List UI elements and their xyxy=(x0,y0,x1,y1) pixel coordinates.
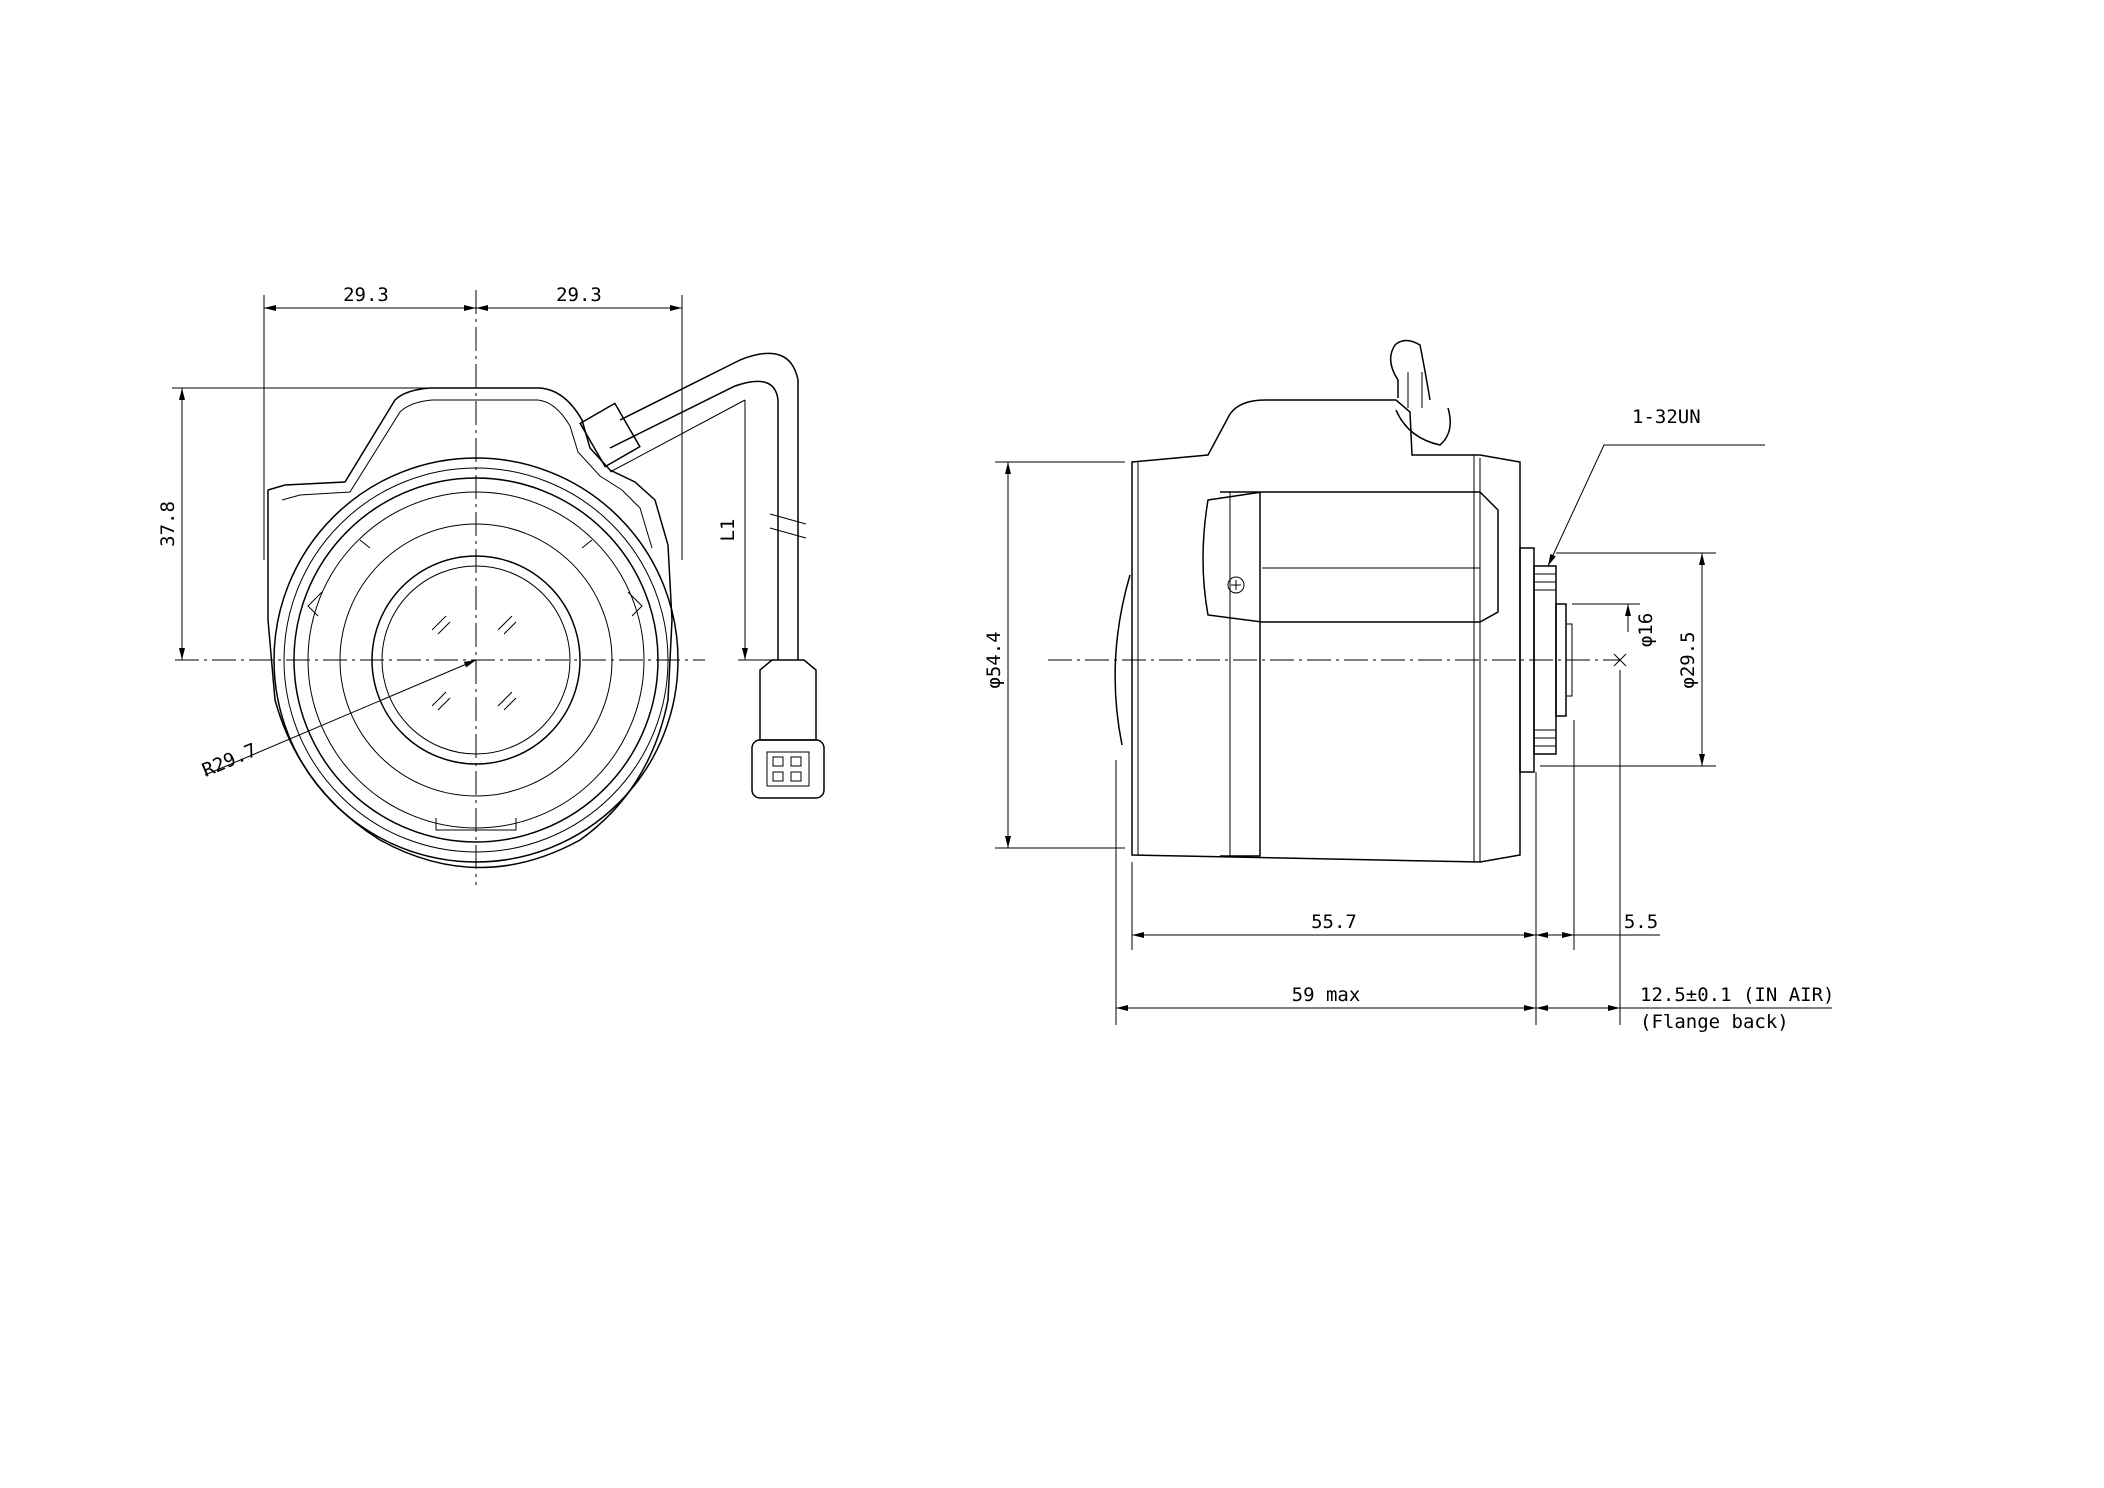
screw-icon xyxy=(1227,576,1245,594)
dim-body-diameter: φ54.4 xyxy=(983,631,1005,688)
cable-outer xyxy=(619,352,799,660)
dim-thread: 1-32UN xyxy=(1632,406,1701,428)
outer-ring xyxy=(273,457,679,863)
cable-strain-relief xyxy=(579,402,641,468)
front-glass-inner xyxy=(381,565,571,755)
dim-radius: R29.7 xyxy=(199,739,260,782)
focus-ring-band xyxy=(1220,491,1261,857)
image-plane-mark-2 xyxy=(1613,653,1627,667)
ring-4 xyxy=(307,491,645,829)
connector-pin-block xyxy=(766,751,810,787)
dim-body-length: 55.7 xyxy=(1311,911,1357,933)
cable-break-1 xyxy=(769,513,807,525)
dim-left-half: 29.3 xyxy=(343,284,389,306)
dim-mount-diameter: φ29.5 xyxy=(1677,631,1699,688)
connector-body xyxy=(759,659,817,741)
flange-back-note: (Flange back) xyxy=(1640,1011,1789,1033)
dim-height: 37.8 xyxy=(157,501,179,547)
thread-leader xyxy=(1547,444,1765,567)
lever-stem xyxy=(1407,372,1423,408)
ring-2 xyxy=(283,467,669,853)
lever-knob xyxy=(1389,339,1431,401)
dim-right-half: 29.3 xyxy=(556,284,602,306)
front-dome xyxy=(1114,574,1131,746)
thread-marks xyxy=(1534,573,1556,747)
rear-element-inner xyxy=(1565,623,1573,697)
iris-notches xyxy=(307,539,643,831)
connector-pins xyxy=(772,756,802,782)
dim-rear-diameter: φ16 xyxy=(1635,613,1657,647)
front-view: 29.3 29.3 37.8 R29.7 L1 xyxy=(157,284,825,885)
connector-housing xyxy=(751,739,825,799)
dim-line-radius xyxy=(204,659,477,776)
lever-base xyxy=(1395,407,1451,446)
front-body-inner-outline xyxy=(281,399,653,549)
lever-housing xyxy=(1202,491,1499,623)
glass-hatching xyxy=(431,615,517,711)
ring-3 xyxy=(293,477,659,843)
dim-total-length: 59 max xyxy=(1292,984,1361,1006)
cable-leader xyxy=(609,399,746,473)
front-glass-outer xyxy=(371,555,581,765)
dim-mount-length: 5.5 xyxy=(1624,911,1658,933)
cable-inner xyxy=(609,380,779,660)
dim-flange-back: 12.5±0.1 (IN AIR) xyxy=(1640,984,1834,1006)
cable-break-2 xyxy=(769,527,807,539)
ring-5 xyxy=(339,523,613,797)
side-body-outline xyxy=(1131,399,1521,863)
side-view: φ54.4 1-32UN φ16 φ29.5 55.7 5.5 59 max 1… xyxy=(983,339,1834,1033)
dim-cable: L1 xyxy=(717,519,739,542)
